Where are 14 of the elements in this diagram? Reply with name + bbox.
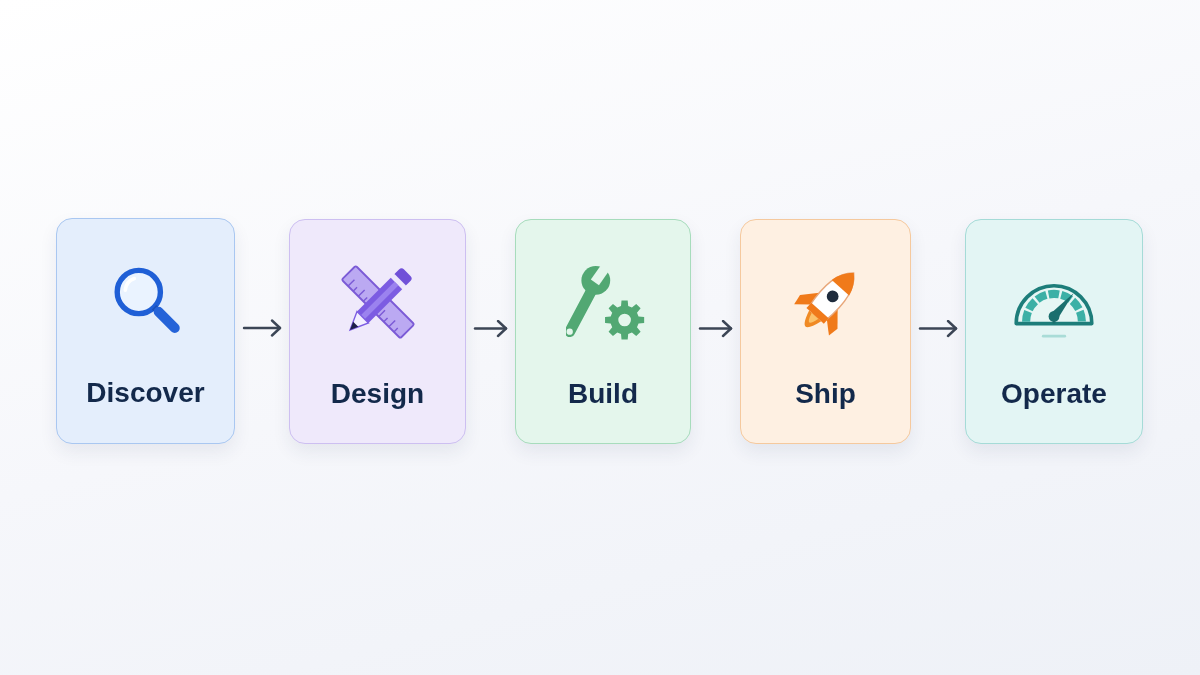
step-label: Design — [330, 377, 425, 411]
step-label: Ship — [795, 377, 856, 411]
step-card — [740, 219, 911, 444]
step-card — [965, 219, 1143, 444]
step-label: Build — [568, 377, 638, 411]
arrow — [698, 319, 733, 338]
step-label: Discover — [86, 376, 205, 410]
step-card — [289, 219, 466, 444]
arrow — [918, 319, 958, 338]
arrow — [473, 319, 508, 338]
step-card — [56, 218, 235, 444]
arrow — [242, 319, 282, 337]
step-label: Operate — [1001, 377, 1107, 411]
step-card — [515, 219, 691, 444]
